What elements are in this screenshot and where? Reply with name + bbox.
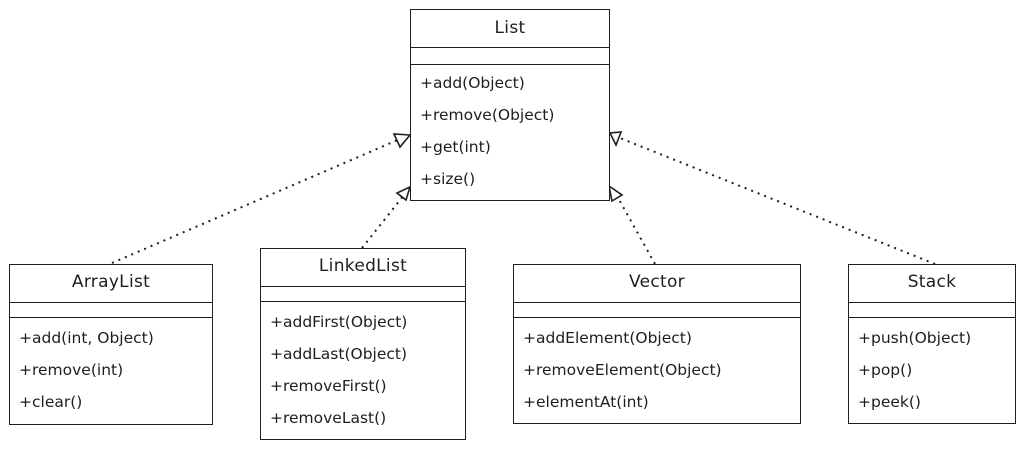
class-box-vector: Vector +addElement(Object) +removeElemen… bbox=[513, 264, 801, 424]
class-name: ArrayList bbox=[10, 265, 212, 303]
method-item: +add(Object) bbox=[420, 74, 525, 92]
class-box-linkedlist: LinkedList +addFirst(Object) +addLast(Ob… bbox=[260, 248, 466, 440]
method-item: +size() bbox=[420, 170, 476, 188]
methods-section: +addFirst(Object) +addLast(Object) +remo… bbox=[261, 302, 465, 434]
method-item: +push(Object) bbox=[858, 329, 972, 347]
method-item: +removeElement(Object) bbox=[523, 361, 722, 379]
method-item: +peek() bbox=[858, 393, 921, 411]
methods-section: +addElement(Object) +removeElement(Objec… bbox=[514, 318, 800, 418]
method-item: +pop() bbox=[858, 361, 913, 379]
method-item: +addFirst(Object) bbox=[270, 313, 408, 331]
hollow-triangle-arrowhead bbox=[392, 133, 412, 149]
method-item: +clear() bbox=[19, 393, 83, 411]
class-name: Vector bbox=[514, 265, 800, 303]
class-name: List bbox=[411, 10, 609, 48]
attributes-section bbox=[514, 303, 800, 318]
method-item: +addLast(Object) bbox=[270, 345, 408, 363]
class-box-stack: Stack +push(Object) +pop() +peek() bbox=[848, 264, 1016, 424]
method-item: +removeFirst() bbox=[270, 377, 387, 395]
arrow-arraylist-to-list bbox=[111, 133, 412, 264]
hollow-triangle-arrowhead bbox=[395, 185, 412, 202]
attributes-section bbox=[10, 303, 212, 318]
class-box-arraylist: ArrayList +add(int, Object) +remove(int)… bbox=[9, 264, 213, 425]
attributes-section bbox=[261, 287, 465, 302]
arrow-vector-to-list bbox=[607, 184, 656, 265]
method-item: +add(int, Object) bbox=[19, 329, 154, 347]
attributes-section bbox=[849, 303, 1015, 318]
method-item: +removeLast() bbox=[270, 409, 387, 427]
class-name: Stack bbox=[849, 265, 1015, 303]
methods-section: +add(Object) +remove(Object) +get(int) +… bbox=[411, 65, 609, 195]
attributes-section bbox=[411, 48, 609, 65]
hollow-triangle-arrowhead bbox=[608, 131, 623, 147]
methods-section: +push(Object) +pop() +peek() bbox=[849, 318, 1015, 418]
method-item: +remove(int) bbox=[19, 361, 124, 379]
hollow-triangle-arrowhead bbox=[607, 184, 624, 203]
method-item: +addElement(Object) bbox=[523, 329, 692, 347]
method-item: +remove(Object) bbox=[420, 106, 555, 124]
methods-section: +add(int, Object) +remove(int) +clear() bbox=[10, 318, 212, 418]
arrow-stack-to-list bbox=[608, 131, 936, 265]
method-item: +get(int) bbox=[420, 138, 491, 156]
class-name: LinkedList bbox=[261, 249, 465, 287]
class-box-list: List +add(Object) +remove(Object) +get(i… bbox=[410, 9, 610, 201]
arrow-linkedlist-to-list bbox=[361, 185, 412, 249]
method-item: +elementAt(int) bbox=[523, 393, 649, 411]
